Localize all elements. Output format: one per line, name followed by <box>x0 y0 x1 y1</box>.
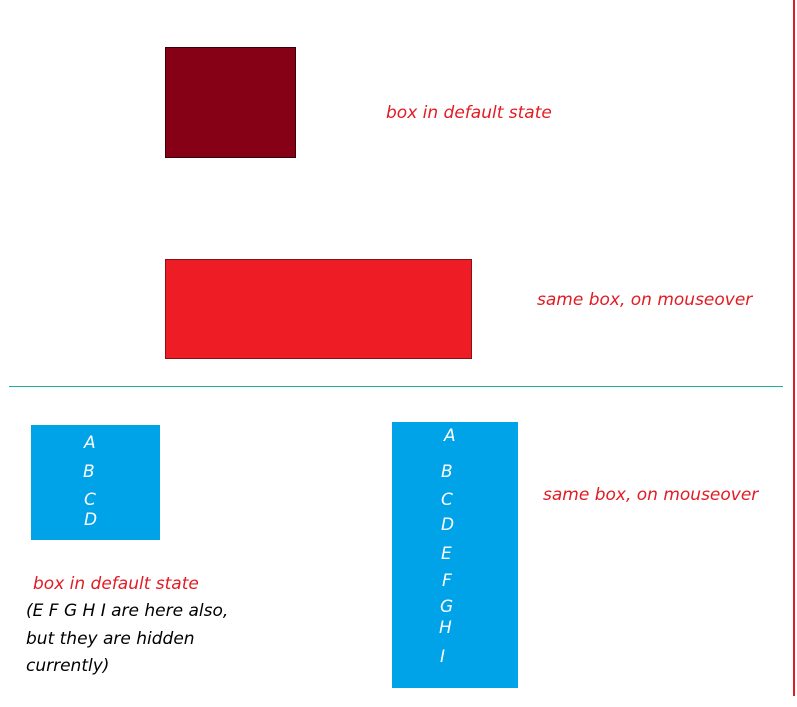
list-letter-h: H <box>439 618 452 638</box>
list-letter-d: D <box>84 510 98 530</box>
hidden-items-note-line3: currently) <box>26 656 110 676</box>
list-letter-e: E <box>441 544 452 564</box>
list-default-label: box in default state <box>33 574 199 594</box>
list-letter-b: B <box>83 462 95 482</box>
list-letter-a: A <box>84 433 96 453</box>
list-box-default: A B C D <box>31 425 160 540</box>
hidden-items-note-line1: (E F G H I are here also, <box>26 601 229 621</box>
mouseover-state-label: same box, on mouseover <box>537 290 753 310</box>
list-letter-d: D <box>441 515 455 535</box>
section-divider <box>9 386 783 387</box>
hidden-items-note-line2: but they are hidden <box>26 629 195 649</box>
list-letter-c: C <box>84 490 96 510</box>
list-letter-b: B <box>441 462 453 482</box>
right-border-line <box>793 0 795 696</box>
default-state-label: box in default state <box>386 103 552 123</box>
list-mouseover-label: same box, on mouseover <box>543 485 759 505</box>
list-box-mouseover: A B C D E F G H I <box>392 422 518 688</box>
list-letter-a: A <box>444 426 456 446</box>
list-letter-c: C <box>441 490 453 510</box>
mouseover-state-box <box>165 259 472 359</box>
list-letter-i: I <box>440 647 446 667</box>
list-letter-f: F <box>442 571 452 591</box>
default-state-box <box>165 47 296 158</box>
list-letter-g: G <box>440 597 454 617</box>
